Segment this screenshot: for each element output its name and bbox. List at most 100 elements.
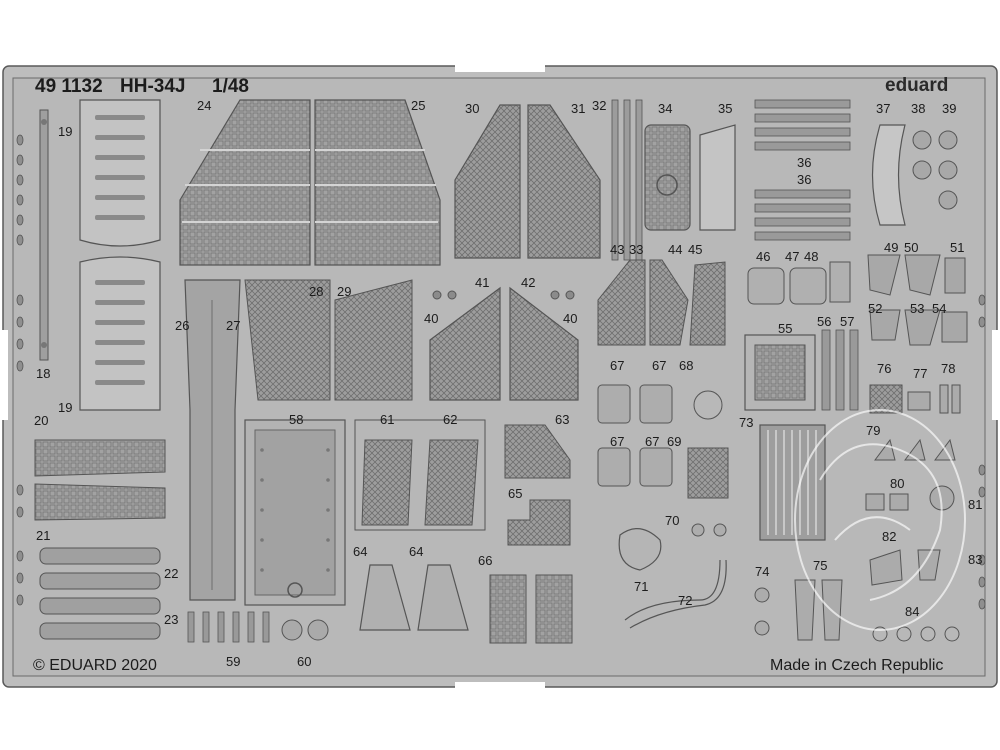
parts-64 [359, 564, 469, 631]
part-label: 25 [411, 98, 425, 113]
part-label: 62 [443, 412, 457, 427]
part-label: 35 [718, 101, 732, 116]
parts-46-48 [747, 261, 851, 305]
part-label: 38 [911, 101, 925, 116]
part-label: 64 [353, 544, 367, 559]
part-label: 40 [424, 311, 438, 326]
part-label: 67 [610, 358, 624, 373]
part-label: 45 [688, 242, 702, 257]
part-label: 39 [942, 101, 956, 116]
part-label: 53 [910, 301, 924, 316]
part-label: 60 [297, 654, 311, 669]
part-label: 55 [778, 321, 792, 336]
copyright-text: © EDUARD 2020 [33, 657, 157, 674]
part-label: 73 [739, 415, 753, 430]
part-label: 20 [34, 413, 48, 428]
mesh-panels-30-31 [454, 104, 601, 259]
part-label: 27 [226, 318, 240, 333]
part-label: 50 [904, 240, 918, 255]
part-label: 47 [785, 249, 799, 264]
part-label: 84 [905, 604, 919, 619]
part-label: 71 [634, 579, 648, 594]
parts-32-35 [611, 99, 736, 261]
part-label: 44 [668, 242, 682, 257]
part-label: 24 [197, 98, 211, 113]
wedge-parts-20 [34, 439, 166, 521]
parts-59-60 [187, 611, 329, 643]
part-number-labels: 18 19 19 20 21 22 23 24 25 26 27 28 29 3… [34, 98, 982, 669]
part-label: 75 [813, 558, 827, 573]
parts-71-72 [618, 528, 727, 629]
strip-parts-21-23 [39, 547, 161, 640]
rod-part-18-19 [39, 109, 49, 361]
mesh-parts-63-65 [504, 424, 571, 546]
origin-text: Made in Czech Republic [770, 657, 943, 674]
part-label: 31 [571, 101, 585, 116]
part-label: 80 [890, 476, 904, 491]
long-strip-26-27 [184, 279, 241, 601]
mesh-parts-66 [489, 574, 573, 644]
parts-67-70 [597, 384, 729, 537]
slatted-panel-19-top [79, 99, 161, 247]
model-name: HH-34J [120, 76, 185, 97]
brand-logo-text: eduard [885, 75, 948, 96]
part-label: 37 [876, 101, 890, 116]
part-label: 58 [289, 412, 303, 427]
parts-49-54 [867, 254, 968, 346]
part-label: 61 [380, 412, 394, 427]
part-label: 49 [884, 240, 898, 255]
part-label: 29 [337, 284, 351, 299]
part-55 [744, 334, 816, 411]
mesh-panels-28-29 [244, 279, 413, 401]
part-label: 52 [868, 301, 882, 316]
mesh-parts-61-62 [354, 419, 486, 531]
part-label: 67 [645, 434, 659, 449]
part-label: 69 [667, 434, 681, 449]
part-label: 34 [658, 101, 672, 116]
part-label: 83 [968, 552, 982, 567]
drop-parts-column [16, 134, 986, 610]
part-label: 81 [968, 497, 982, 512]
part-58 [244, 419, 346, 606]
part-label: 22 [164, 566, 178, 581]
part-label: 56 [817, 314, 831, 329]
part-label: 23 [164, 612, 178, 627]
part-label: 67 [652, 358, 666, 373]
mesh-parts-43-45 [597, 259, 726, 346]
part-label: 76 [877, 361, 891, 376]
set-number: 49 1132 [35, 76, 103, 97]
part-label: 40 [563, 311, 577, 326]
part-label: 28 [309, 284, 323, 299]
parts-56-57 [821, 329, 859, 411]
part-label: 26 [175, 318, 189, 333]
part-label: 36 [797, 172, 811, 187]
quilted-panel-25 [314, 99, 441, 266]
part-label: 72 [678, 593, 692, 608]
part-label: 43 [610, 242, 624, 257]
part-label: 68 [679, 358, 693, 373]
slatted-panel-19-bottom [79, 256, 161, 411]
part-label: 19 [58, 400, 72, 415]
part-label: 32 [592, 98, 606, 113]
parts-37-39 [871, 124, 958, 226]
parts-74-75 [754, 579, 843, 641]
part-label: 36 [797, 155, 811, 170]
part-label: 21 [36, 528, 50, 543]
part-label: 19 [58, 124, 72, 139]
part-label: 70 [665, 513, 679, 528]
part-label: 78 [941, 361, 955, 376]
part-label: 33 [629, 242, 643, 257]
mesh-panels-41-42 [429, 286, 579, 401]
quilted-panel-24 [179, 99, 311, 266]
watermark-emblem [794, 409, 966, 631]
part-label: 64 [409, 544, 423, 559]
part-label: 59 [226, 654, 240, 669]
rib-parts-36 [754, 99, 851, 241]
part-label: 41 [475, 275, 489, 290]
part-label: 54 [932, 301, 946, 316]
grille-part-73 [759, 424, 826, 541]
part-label: 66 [478, 553, 492, 568]
part-label: 63 [555, 412, 569, 427]
part-label: 51 [950, 240, 964, 255]
